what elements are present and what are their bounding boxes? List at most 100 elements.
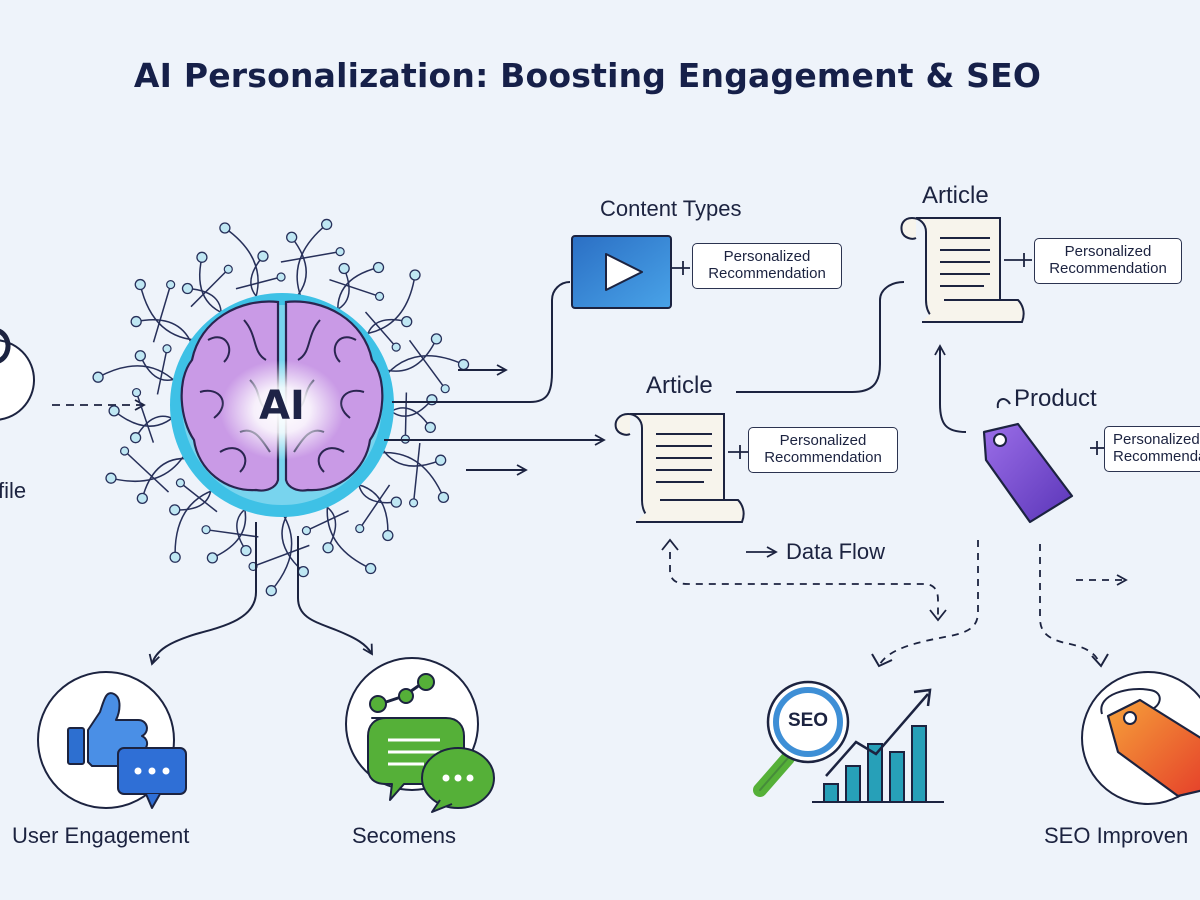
neural-node [130, 315, 142, 328]
neural-node [408, 498, 419, 508]
neural-node [223, 264, 233, 274]
brain-to-engagement-arrow [148, 522, 257, 666]
video-play-icon [571, 235, 672, 309]
reco-line1: Personalized [1064, 243, 1152, 260]
neural-node [257, 250, 269, 262]
price-tag-icon [1081, 671, 1200, 805]
product-to-article-arrow [934, 344, 967, 433]
neural-branch [190, 268, 229, 308]
data-flow-label: Data Flow [786, 539, 886, 564]
secomens-label: Secomens [352, 823, 456, 848]
neural-branch [124, 450, 170, 493]
neural-node [129, 432, 142, 444]
data-flow-down-arrowhead [929, 609, 947, 622]
reco-line2: Recommendation [708, 265, 826, 282]
neural-node [92, 371, 104, 383]
reco-line1: Personalized [723, 248, 811, 265]
article-mid-label: Article [646, 372, 713, 399]
neural-node [219, 222, 231, 234]
neural-node [430, 333, 443, 345]
neural-node [322, 542, 334, 554]
brain-icon [170, 293, 394, 517]
reco-line2: Recommendation [1049, 260, 1167, 277]
user-profile-label: file [0, 478, 27, 503]
neural-branch [252, 544, 310, 568]
user-profile-icon [0, 328, 35, 421]
brain-to-secomens-arrow [297, 536, 373, 656]
article-scroll-icon [900, 216, 1025, 324]
neural-node [409, 269, 421, 281]
reco-line2: Recommendation [764, 449, 882, 466]
data-flow-dashed-path [669, 552, 939, 616]
neural-branch [306, 510, 349, 532]
neural-node [355, 523, 365, 534]
neural-branch [280, 250, 341, 263]
ai-label: AI [259, 383, 305, 429]
to-seo-arrowhead [871, 653, 893, 668]
neural-node [134, 278, 146, 291]
neural-node [175, 478, 186, 488]
neural-node [162, 344, 172, 354]
neural-node [424, 421, 436, 434]
reco-line1: Personalized [1113, 431, 1200, 448]
neural-node [201, 525, 211, 535]
neural-node [169, 504, 181, 516]
neural-node [286, 231, 298, 243]
neural-branch [408, 339, 446, 390]
neural-branch [97, 365, 184, 391]
neural-node [131, 387, 142, 398]
to-seo-dashed-arrow [879, 540, 979, 665]
to-seo-improvement-dashed-arrow [1039, 544, 1101, 665]
neural-node [401, 315, 413, 328]
neural-node [196, 251, 208, 263]
neural-node [265, 585, 277, 597]
neural-node [335, 247, 345, 257]
neural-node [181, 282, 194, 295]
neural-node [108, 405, 120, 417]
neural-branch [135, 392, 155, 443]
seo-improvement-label: SEO Improven [1044, 823, 1189, 848]
chat-bubble-icon [367, 717, 495, 813]
seo-magnifier-icon [753, 680, 850, 797]
brain-to-content-types-line [392, 281, 571, 403]
neural-node [297, 565, 309, 578]
neural-branch [270, 504, 293, 592]
neural-node [372, 261, 385, 274]
neural-node [119, 446, 130, 456]
neural-node [169, 551, 181, 563]
article-top-label: Article [922, 182, 989, 209]
neural-branch [235, 276, 282, 290]
neural-branch [329, 278, 380, 298]
product-tag-icon [982, 398, 1074, 524]
neural-node [206, 552, 219, 564]
article-scroll-icon [614, 412, 745, 524]
neural-node [105, 472, 117, 484]
neural-node [437, 491, 450, 504]
neural-branch [364, 311, 397, 348]
neural-branch [412, 443, 421, 503]
content-types-label: Content Types [600, 196, 742, 221]
neural-node [136, 492, 148, 505]
reco-line1: Personalized [779, 432, 867, 449]
neural-branch [156, 348, 168, 395]
neural-node [426, 394, 438, 406]
neural-branch [139, 284, 206, 341]
neural-branch [368, 451, 445, 498]
neural-node [440, 384, 450, 394]
neural-node [365, 562, 377, 575]
neural-node [390, 496, 402, 508]
growth-bar-chart-icon [812, 688, 944, 803]
product-label: Product [1014, 385, 1097, 412]
neural-node [457, 358, 470, 371]
neural-node [382, 529, 394, 542]
to-seo-improvement-arrowhead [1091, 653, 1109, 668]
neural-node [374, 291, 385, 301]
neural-node [338, 262, 350, 275]
neural-branch [205, 528, 259, 538]
neural-node [134, 350, 146, 362]
user-engagement-label: User Engagement [12, 823, 190, 848]
